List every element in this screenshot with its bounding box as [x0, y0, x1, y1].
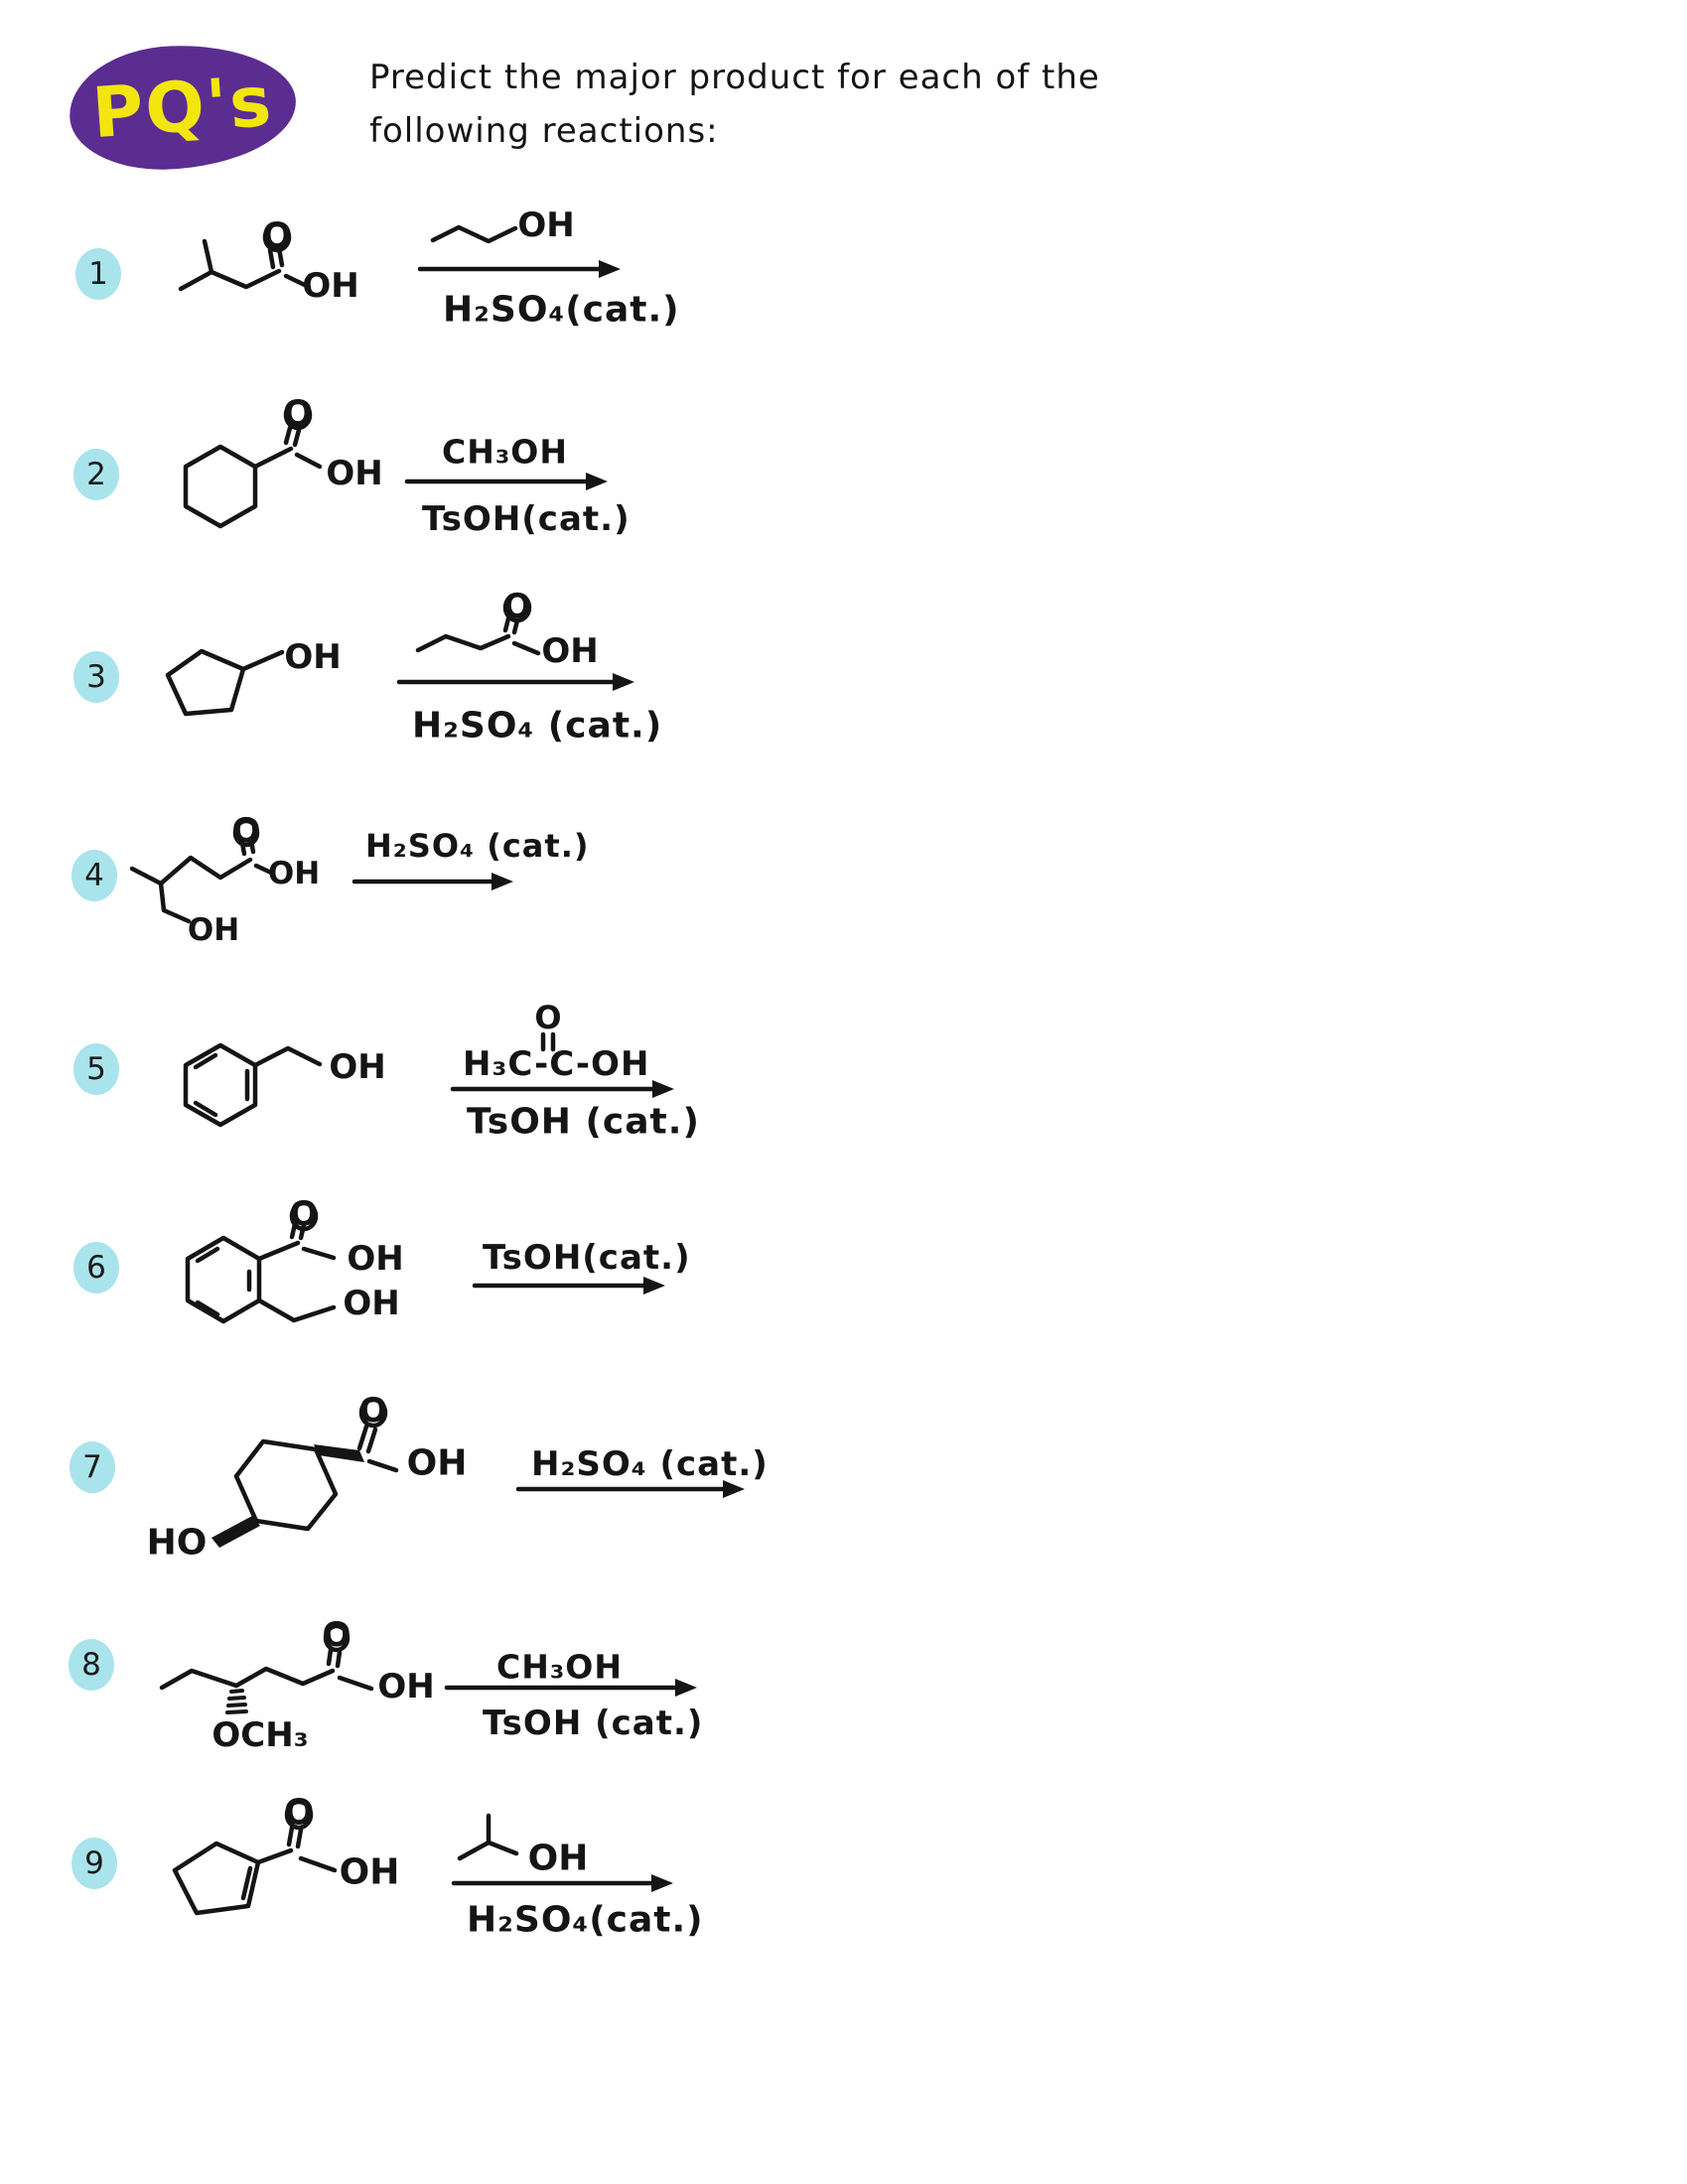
question-badge-7: 7 — [70, 1441, 115, 1493]
question-badge-3: 3 — [73, 651, 119, 703]
structure-3-methylbutanoic-acid — [178, 221, 312, 292]
r9-catalyst-label: H₂SO₄(cat.) — [467, 1899, 704, 1941]
r4-carbonyl-o-label: O — [231, 811, 261, 851]
r1-acid-oh-label: OH — [302, 266, 359, 306]
structure-cyclopentene-carboxylic-acid — [172, 1799, 338, 1916]
r3-catalyst-label: H₂SO₄ (cat.) — [412, 705, 663, 747]
structure-butanoic-acid — [415, 592, 541, 656]
r5-benzyl-oh-label: OH — [329, 1047, 386, 1087]
wedge-bond-cooh — [314, 1444, 364, 1462]
wedge-bond-oh — [211, 1516, 260, 1548]
reaction-arrow-3 — [396, 673, 634, 691]
r6-alcohol-oh-label: OH — [343, 1284, 400, 1323]
reaction-arrow-5 — [450, 1080, 674, 1098]
r7-catalyst-label: H₂SO₄ (cat.) — [531, 1444, 769, 1484]
r3-butanoic-oh-label: OH — [541, 631, 599, 671]
structure-cyclohexanecarboxylic-acid — [183, 399, 323, 529]
question-badge-8: 8 — [69, 1639, 114, 1691]
r5-acetic-acid-formula: H₃C-C-OH — [463, 1044, 650, 1084]
r3-alcohol-oh-label: OH — [284, 637, 342, 677]
reaction-arrow-2 — [404, 473, 608, 490]
question-badge-9: 9 — [71, 1838, 117, 1889]
r2-acid-oh-label: OH — [326, 454, 383, 493]
hash-wedge-ome — [225, 1689, 248, 1714]
r8-reagent-label: CH₃OH — [496, 1647, 623, 1687]
r5-acetic-acid-o-label: O — [534, 999, 562, 1036]
r7-carbonyl-o-label: O — [358, 1391, 388, 1431]
header-line-2: following reactions: — [369, 111, 719, 151]
r9-acid-oh-label: OH — [339, 1851, 400, 1893]
r9-isopropanol-oh-label: OH — [527, 1838, 589, 1879]
question-badge-2: 2 — [73, 449, 119, 500]
structure-cyclopentanol — [165, 648, 285, 717]
reaction-arrow-8 — [444, 1679, 697, 1697]
reaction-arrow-4 — [351, 873, 513, 890]
reaction-arrow-7 — [515, 1480, 745, 1498]
r1-carbonyl-o-label: O — [261, 215, 293, 257]
r1-catalyst-label: H₂SO₄(cat.) — [443, 289, 680, 331]
r3-butanoic-o-label: O — [502, 587, 532, 626]
r8-catalyst-label: TsOH (cat.) — [483, 1704, 704, 1743]
r4-alcohol-oh-label: OH — [187, 912, 240, 948]
acetic-acid-double-bond-marks — [540, 1031, 556, 1052]
structure-propan-2-ol — [457, 1813, 519, 1861]
r7-ho-label: HO — [146, 1522, 208, 1564]
question-badge-5: 5 — [73, 1043, 119, 1095]
reaction-arrow-6 — [472, 1277, 665, 1295]
r5-catalyst-label: TsOH (cat.) — [467, 1101, 700, 1143]
r4-acid-oh-label: OH — [267, 856, 321, 891]
r8-methoxy-label: OCH₃ — [211, 1715, 309, 1755]
reaction-arrow-9 — [451, 1874, 673, 1892]
question-badge-4: 4 — [71, 850, 117, 901]
r6-catalyst-label: TsOH(cat.) — [483, 1238, 691, 1278]
r9-carbonyl-o-label: O — [283, 1792, 315, 1834]
structure-benzyl-alcohol — [183, 1042, 323, 1128]
r6-carbonyl-o-label: O — [289, 1194, 319, 1234]
r7-acid-oh-label: OH — [406, 1442, 468, 1484]
structure-hydroxymethyl-benzoic-acid — [185, 1200, 337, 1324]
r4-catalyst-label: H₂SO₄ (cat.) — [365, 827, 590, 865]
r6-acid-oh-label: OH — [347, 1239, 404, 1279]
structure-4-methoxyhexanoic-acid — [159, 1623, 374, 1714]
r2-reagent-label: CH₃OH — [442, 432, 568, 472]
structure-propan-1-ol — [430, 224, 518, 244]
r1-propanol-oh-label: OH — [517, 205, 575, 245]
r8-acid-oh-label: OH — [377, 1667, 435, 1706]
r8-carbonyl-o-label: O — [322, 1615, 351, 1655]
question-badge-6: 6 — [73, 1242, 119, 1294]
r2-carbonyl-o-label: O — [282, 393, 314, 435]
header-line-1: Predict the major product for each of th… — [369, 58, 1100, 97]
question-badge-1: 1 — [75, 248, 121, 300]
structure-4-hydroxycyclohexanecarboxylic-acid — [211, 1397, 399, 1548]
reaction-arrow-1 — [417, 260, 621, 278]
structure-hydroxy-methylpentanoic-acid — [129, 818, 274, 924]
r2-catalyst-label: TsOH(cat.) — [422, 499, 631, 539]
